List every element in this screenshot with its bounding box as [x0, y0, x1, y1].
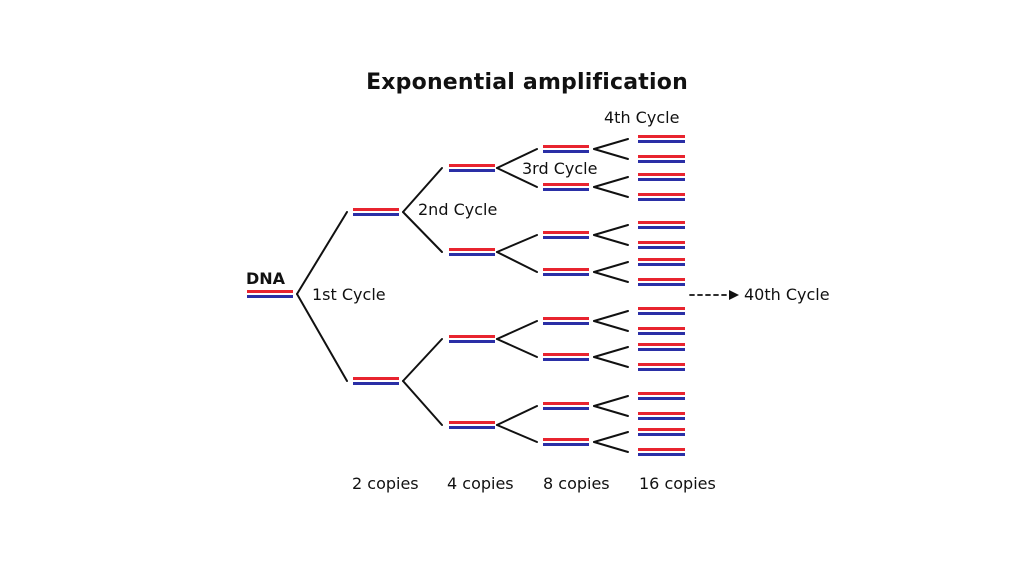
duplex-gen4 — [638, 193, 685, 201]
duplex-gen4 — [638, 392, 685, 400]
cycle-2-label: 2nd Cycle — [418, 200, 498, 219]
duplex-gen3 — [543, 145, 589, 153]
branch-line — [593, 138, 629, 150]
duplex-gen1 — [353, 208, 399, 216]
dna-label: DNA — [246, 269, 286, 288]
branch-line — [593, 176, 629, 188]
branch-line — [296, 293, 348, 382]
branch-line — [593, 310, 629, 322]
duplex-gen4 — [638, 278, 685, 286]
branch-line — [593, 186, 629, 198]
branch-line — [593, 271, 629, 283]
duplex-gen4 — [638, 221, 685, 229]
duplex-gen4 — [638, 307, 685, 315]
duplex-gen3 — [543, 183, 589, 191]
duplex-gen4 — [638, 241, 685, 249]
cycle-4-label: 4th Cycle — [604, 108, 680, 127]
branch-line — [496, 148, 538, 169]
branch-line — [402, 167, 443, 213]
cycle-40-label: 40th Cycle — [744, 285, 830, 304]
branch-line — [593, 148, 629, 160]
copies-4-label: 4 copies — [447, 474, 514, 493]
branch-line — [593, 356, 629, 368]
branch-line — [593, 441, 629, 453]
branch-line — [593, 234, 629, 246]
arrow-head — [729, 290, 739, 300]
branch-line — [593, 261, 629, 273]
branch-line — [496, 424, 538, 443]
duplex-gen4 — [638, 412, 685, 420]
duplex-gen4 — [638, 173, 685, 181]
duplex-gen1 — [353, 377, 399, 385]
duplex-gen3 — [543, 438, 589, 446]
duplex-gen4 — [638, 428, 685, 436]
duplex-gen4 — [638, 258, 685, 266]
branch-line — [496, 320, 538, 340]
branch-line — [593, 346, 629, 358]
duplex-gen4 — [638, 327, 685, 335]
duplex-gen3 — [543, 231, 589, 239]
duplex-gen3 — [543, 317, 589, 325]
duplex-gen4 — [638, 448, 685, 456]
duplex-gen2 — [449, 164, 495, 172]
duplex-gen2 — [449, 248, 495, 256]
branch-line — [593, 224, 629, 236]
branch-line — [593, 405, 629, 417]
branch-line — [402, 211, 443, 253]
branch-line — [593, 431, 629, 443]
duplex-gen3 — [543, 353, 589, 361]
duplex-gen4 — [638, 363, 685, 371]
duplex-gen2 — [449, 335, 495, 343]
branch-line — [593, 395, 629, 407]
copies-2-label: 2 copies — [352, 474, 419, 493]
copies-8-label: 8 copies — [543, 474, 610, 493]
branch-line — [496, 167, 538, 188]
branch-line — [496, 405, 538, 426]
duplex-gen3 — [543, 402, 589, 410]
duplex-gen4 — [638, 135, 685, 143]
branch-line — [593, 320, 629, 332]
cycle-1-label: 1st Cycle — [312, 285, 386, 304]
duplex-gen4 — [638, 343, 685, 351]
branch-line — [402, 338, 443, 382]
branch-line — [496, 338, 538, 358]
cycle-3-label: 3rd Cycle — [522, 159, 598, 178]
dna-duplex — [247, 290, 293, 298]
branch-line — [496, 251, 538, 273]
branch-line — [296, 211, 348, 295]
duplex-gen2 — [449, 421, 495, 429]
branch-line — [402, 380, 443, 426]
duplex-gen4 — [638, 155, 685, 163]
duplex-gen3 — [543, 268, 589, 276]
branch-line — [496, 234, 538, 253]
copies-16-label: 16 copies — [639, 474, 716, 493]
diagram-title: Exponential amplification — [366, 70, 688, 95]
